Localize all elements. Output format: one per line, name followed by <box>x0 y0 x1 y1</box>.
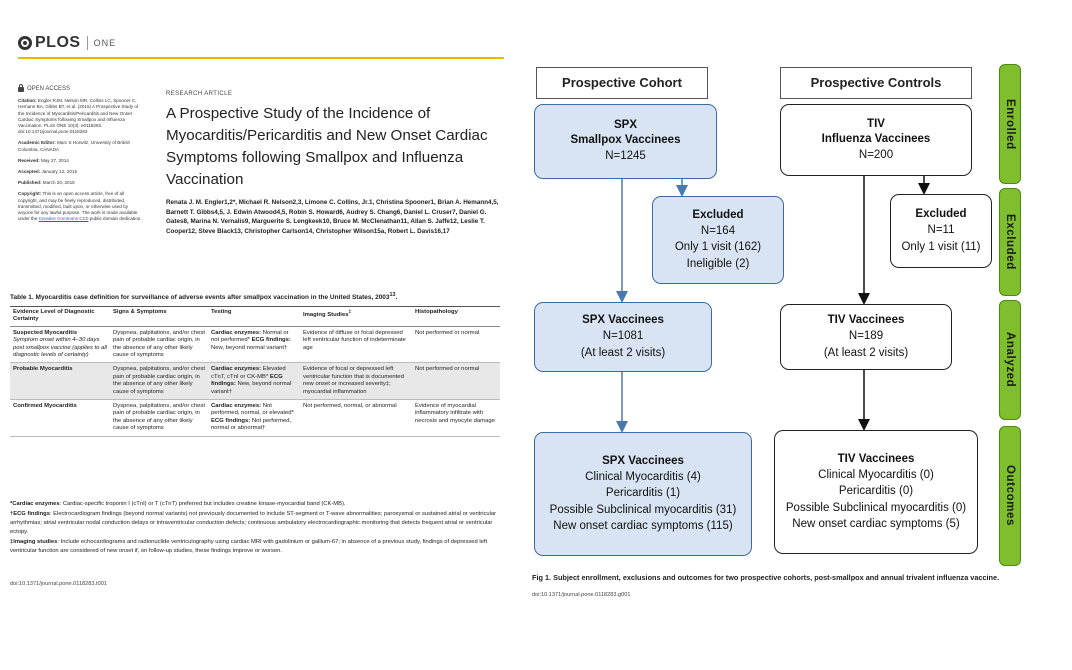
spx-enrolled-box: SPX Smallpox Vaccinees N=1245 <box>534 104 717 179</box>
table-doi: doi:10.1371/journal.pone.0118283.t001 <box>10 581 107 587</box>
author-list: Renata J. M. Engler1,2*, Michael R. Nels… <box>166 199 499 235</box>
tiv-analyzed-box: TIV Vaccinees N=189 (At least 2 visits) <box>780 304 952 370</box>
logo-text: PLOS <box>35 34 81 51</box>
header-rule <box>18 57 504 59</box>
tiv-enrolled-box: TIV Influenza Vaccinees N=200 <box>780 104 972 176</box>
published-date: Published: March 20, 2015 <box>18 180 75 186</box>
received-date: Received: May 27, 2014 <box>18 157 69 163</box>
controls-header: Prospective Controls <box>780 67 972 99</box>
figure-doi: doi:10.1371/journal.pone.0118283.g001 <box>532 592 631 598</box>
stage-outcomes: Outcomes <box>999 426 1021 566</box>
col-header: Signs & Symptoms <box>110 306 208 327</box>
case-definition-table: Evidence Level of Diagnostic Certainty S… <box>10 306 500 437</box>
article-title: A Prospective Study of the Incidence of … <box>166 105 488 188</box>
col-header: Evidence Level of Diagnostic Certainty <box>10 306 110 327</box>
cohort-header: Prospective Cohort <box>536 67 708 99</box>
spx-excluded-box: Excluded N=164 Only 1 visit (162) Inelig… <box>652 196 784 284</box>
tiv-outcomes-box: TIV Vaccinees Clinical Myocarditis (0) P… <box>774 430 978 554</box>
open-access-badge: OPEN ACCESS <box>18 83 142 92</box>
open-access-label: OPEN ACCESS <box>27 86 71 92</box>
spx-outcomes-box: SPX Vaccinees Clinical Myocarditis (4) P… <box>534 432 752 556</box>
table-header-row: Evidence Level of Diagnostic Certainty S… <box>10 306 500 327</box>
logo-sub: ONE <box>93 38 117 48</box>
stage-excluded: Excluded <box>999 188 1021 296</box>
col-header: Imaging Studies‡ <box>300 306 412 327</box>
footnote-ecg: †ECG findings: Electrocardiogram finding… <box>10 511 497 535</box>
stage-analyzed: Analyzed <box>999 300 1021 420</box>
col-header: Testing <box>208 306 300 327</box>
plos-logo: PLOS ONE <box>18 34 116 52</box>
logo-divider <box>86 36 88 50</box>
col-header: Histopathology <box>412 306 500 327</box>
plos-logo-icon <box>18 36 32 50</box>
citation: Citation: Engler RJM, Nelson MR, Collins… <box>18 98 139 135</box>
cc0-link[interactable]: Creative Commons CC0 <box>38 216 89 222</box>
figure-caption: Fig 1. Subject enrollment, exclusions an… <box>532 573 1000 582</box>
accepted-date: Accepted: January 12, 2015 <box>18 169 78 175</box>
copyright: Copyright: This is an open access articl… <box>18 191 142 222</box>
tiv-excluded-box: Excluded N=11 Only 1 visit (11) <box>890 194 992 268</box>
table-row: Confirmed Myocarditis Dyspnea, palpitati… <box>10 399 500 437</box>
article-type: RESEARCH ARTICLE <box>166 91 233 97</box>
spx-analyzed-box: SPX Vaccinees N=1081 (At least 2 visits) <box>534 302 712 372</box>
table-caption: Table 1. Myocarditis case definition for… <box>10 292 398 302</box>
table-row: Probable Myocarditis Dyspnea, palpitatio… <box>10 362 500 401</box>
article-page: PLOS ONE OPEN ACCESS Citation: Engler RJ… <box>0 0 512 670</box>
footnote-imaging: ‡Imaging studies: Include echocardiogram… <box>10 539 488 554</box>
stage-enrolled: Enrolled <box>999 64 1021 184</box>
article-sidebar: OPEN ACCESS Citation: Engler RJM, Nelson… <box>18 83 142 227</box>
academic-editor: Academic Editor: Marc S Horwitz, Univers… <box>18 140 131 152</box>
flowchart-figure: Prospective Cohort Prospective Controls … <box>512 0 1072 670</box>
open-lock-icon <box>18 83 24 92</box>
table-footnotes: *Cardiac enzymes: Cardiac-specific tropo… <box>10 500 502 557</box>
footnote-enzymes: *Cardiac enzymes: Cardiac-specific tropo… <box>10 501 346 507</box>
